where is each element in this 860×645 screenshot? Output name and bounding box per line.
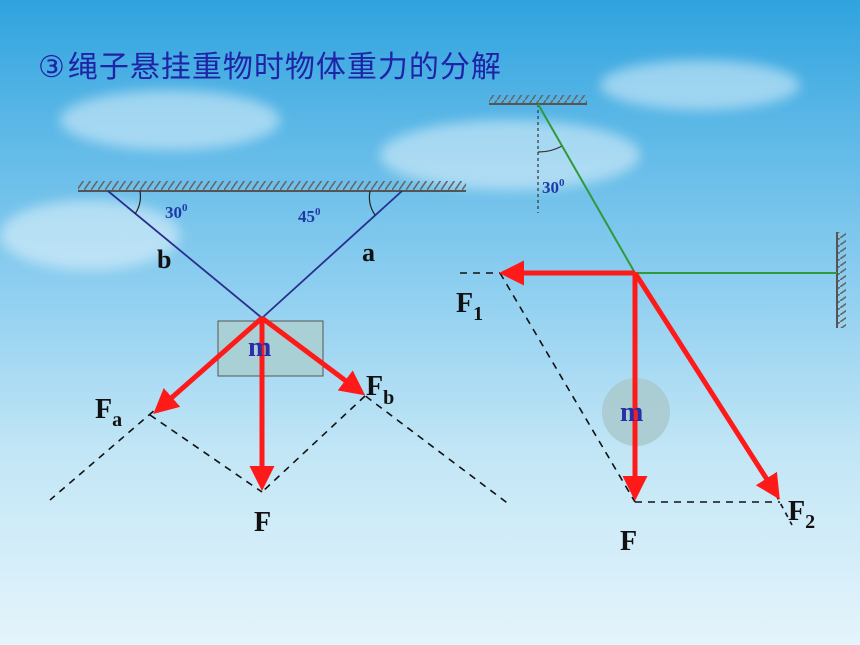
angle-arc-a	[368, 190, 376, 216]
rope-b-label: b	[157, 245, 171, 274]
force-f1-label: F1	[456, 288, 483, 325]
angle-label-b: 300	[165, 202, 188, 222]
title-marker: ③	[38, 50, 66, 85]
force-f-right-label: F	[620, 526, 637, 557]
right-diagram: 300 m F1 F2 F	[456, 95, 846, 557]
force-arrow-f2	[632, 271, 780, 500]
right-ceiling-hatch	[489, 95, 587, 104]
force-arrow-fb	[260, 316, 366, 396]
mass-label-right: m	[620, 397, 643, 428]
cloud	[380, 120, 640, 190]
force-fa-label: Fa	[95, 394, 122, 431]
cloud	[0, 200, 180, 270]
cloud	[600, 60, 800, 110]
dash-f1-to-f	[499, 272, 636, 503]
force-f2-label: F2	[788, 496, 815, 533]
force-fb-label: Fb	[366, 371, 394, 409]
angle-label-a: 450	[298, 206, 321, 226]
right-wall-hatch	[837, 232, 846, 328]
title-text: 绳子悬挂重物时物体重力的分解	[67, 50, 502, 85]
mass-label: m	[248, 332, 271, 363]
parallelogram-dash-a	[149, 414, 263, 493]
force-arrow-fa	[153, 316, 264, 414]
angle-arc-right	[537, 145, 563, 153]
angle-arc-b	[134, 190, 141, 215]
force-f-label: F	[254, 507, 271, 538]
rope-b	[107, 190, 263, 319]
left-ceiling-hatch	[78, 181, 466, 191]
cloud	[60, 90, 280, 150]
rope-incline	[537, 103, 636, 274]
slide-title: ③绳子悬挂重物时物体重力的分解	[38, 42, 502, 86]
left-diagram: 300 450 b a m Fa Fb F	[49, 181, 511, 538]
angle-label-right: 300	[542, 177, 565, 197]
parallelogram-dash-b	[261, 395, 366, 493]
rope-a-label: a	[362, 238, 375, 267]
rope-a	[261, 190, 403, 319]
